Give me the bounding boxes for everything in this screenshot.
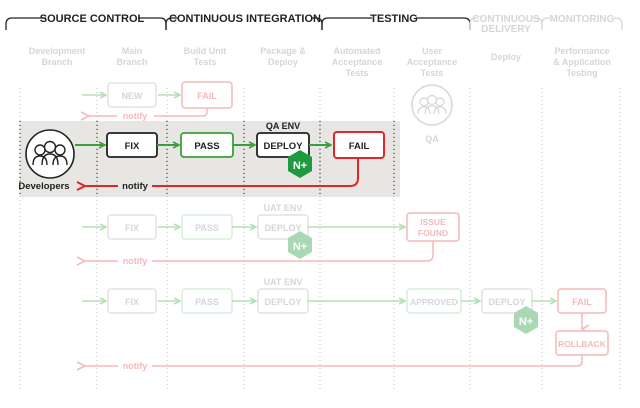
col-build-unit-tests-2: Tests bbox=[194, 57, 217, 67]
row-2-active: Developers FIX PASS QA ENV DEPLOY N+ FAI… bbox=[18, 121, 385, 192]
col-performance-3: Testing bbox=[566, 68, 597, 78]
uat-env-label-row3: UAT ENV bbox=[264, 203, 303, 213]
stage-continuous-delivery-1: CONTINUOUS bbox=[472, 14, 540, 25]
pass-label: PASS bbox=[194, 141, 219, 152]
uat-env-label-row4: UAT ENV bbox=[264, 277, 303, 287]
new-label: NEW bbox=[122, 91, 144, 101]
qa-actor: QA bbox=[411, 84, 453, 144]
pass-label-row4: PASS bbox=[195, 297, 219, 307]
row-3: FIX PASS UAT ENV DEPLOY N+ ISSUE FOUND n… bbox=[82, 203, 460, 266]
col-automated-acceptance-2: Acceptance bbox=[332, 57, 383, 67]
fail-label-row1: FAIL bbox=[197, 91, 217, 101]
new-box bbox=[107, 82, 157, 108]
col-main-branch-1: Main bbox=[122, 46, 143, 56]
stage-monitoring: MONITORING bbox=[550, 14, 615, 25]
deploy-label-row3: DEPLOY bbox=[264, 223, 301, 233]
col-package-deploy-1: Package & bbox=[260, 46, 306, 56]
col-build-unit-tests-1: Build Unit bbox=[184, 46, 227, 56]
fail-label-qa: FAIL bbox=[349, 141, 370, 152]
col-development-branch-1: Development bbox=[29, 46, 86, 56]
stage-continuous-integration: CONTINUOUS INTEGRATION bbox=[169, 13, 321, 25]
fix-box-row3 bbox=[107, 214, 157, 240]
row-1: NEW FAIL notify bbox=[82, 81, 233, 121]
col-performance-2: & Application bbox=[553, 57, 611, 67]
notify-label-row4: notify bbox=[123, 361, 148, 371]
nginx-plus-icon-row3: N+ bbox=[288, 231, 312, 259]
qa-env-label: QA ENV bbox=[266, 121, 300, 131]
nplus-label-row3: N+ bbox=[293, 241, 307, 253]
nginx-plus-icon-row4: N+ bbox=[514, 306, 538, 334]
stage-continuous-delivery-2: DELIVERY bbox=[481, 24, 531, 35]
fail-label-row4: FAIL bbox=[572, 297, 592, 307]
nginx-plus-icon: N+ bbox=[288, 150, 312, 178]
col-deploy: Deploy bbox=[491, 52, 521, 62]
deploy-label-qa: DEPLOY bbox=[263, 141, 303, 152]
nplus-label: N+ bbox=[293, 160, 307, 172]
col-development-branch-2: Branch bbox=[41, 57, 72, 67]
col-user-acceptance-2: Acceptance bbox=[407, 57, 458, 67]
deploy-label-cd: DEPLOY bbox=[488, 297, 525, 307]
column-separators bbox=[19, 88, 621, 392]
pass-label-row3: PASS bbox=[195, 223, 219, 233]
col-automated-acceptance-1: Automated bbox=[334, 46, 381, 56]
nplus-label-row4: N+ bbox=[519, 316, 533, 328]
notify-label-row1: notify bbox=[123, 111, 148, 121]
approved-label: APPROVED bbox=[410, 297, 458, 307]
rollback-label: ROLLBACK bbox=[558, 339, 607, 349]
found-label: FOUND bbox=[418, 228, 448, 238]
stage-source-control: SOURCE CONTROL bbox=[40, 13, 145, 25]
col-package-deploy-2: Deploy bbox=[268, 57, 298, 67]
col-main-branch-2: Branch bbox=[116, 57, 147, 67]
fix-box-row4 bbox=[107, 288, 157, 314]
stage-brackets bbox=[5, 17, 623, 30]
row-4: FIX PASS UAT ENV DEPLOY APPROVED DEPLOY … bbox=[82, 277, 609, 371]
col-user-acceptance-1: User bbox=[422, 46, 443, 56]
notify-label-row3: notify bbox=[123, 256, 148, 266]
developers-label: Developers bbox=[18, 181, 69, 192]
highlight-separators bbox=[19, 121, 395, 197]
fix-label: FIX bbox=[125, 141, 140, 152]
fix-label-row4: FIX bbox=[125, 297, 139, 307]
issue-label: ISSUE bbox=[420, 217, 446, 227]
col-automated-acceptance-3: Tests bbox=[346, 68, 369, 78]
notify-label-active: notify bbox=[122, 181, 149, 192]
developers-icon bbox=[25, 129, 75, 179]
fix-label-row3: FIX bbox=[125, 223, 139, 233]
stage-testing: TESTING bbox=[370, 13, 418, 25]
deploy-label-row4: DEPLOY bbox=[264, 297, 301, 307]
column-headers: Development Branch Main Branch Build Uni… bbox=[29, 46, 611, 78]
col-performance-1: Performance bbox=[554, 46, 609, 56]
col-user-acceptance-3: Tests bbox=[421, 68, 444, 78]
qa-label: QA bbox=[425, 134, 439, 144]
stage-titles: SOURCE CONTROL CONTINUOUS INTEGRATION TE… bbox=[40, 13, 615, 35]
